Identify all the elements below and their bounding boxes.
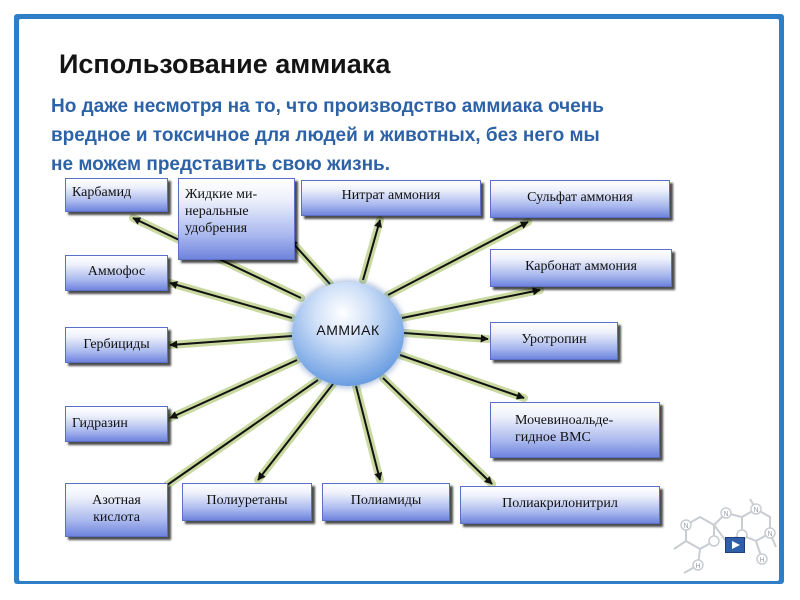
node-liquid-fertilizers: Жидкие ми- неральные удобрения — [178, 178, 295, 260]
node-ammonium-nitrate: Нитрат аммония — [301, 180, 481, 216]
node-label: Аммофос — [87, 264, 146, 279]
molecule-label: N — [723, 511, 728, 518]
subtitle-line: не можем представить свою жизнь. — [51, 154, 391, 175]
molecule-label: H — [695, 563, 700, 570]
arrow-to-ammofos — [169, 281, 293, 319]
molecule-label: N — [767, 531, 772, 538]
node-ammonium-sulfate: Сульфат аммония — [490, 180, 670, 218]
node-label: Жидкие ми- — [185, 187, 258, 202]
molecule-label: N — [683, 523, 688, 530]
arrow-to-polyamides — [355, 385, 383, 481]
node-urotropin: Уротропин — [490, 322, 618, 360]
node-polyacrylonitrile: Полиакрилонитрил — [460, 486, 660, 524]
subtitle-line: Но даже несмотря на то, что производство… — [51, 96, 604, 117]
subtitle-line: вредное и токсичное для людей и животных… — [51, 125, 600, 146]
arrow-to-urea-formaldehyde — [399, 354, 525, 400]
node-label: Сульфат аммония — [527, 190, 633, 205]
arrow-lines — [132, 217, 541, 491]
node-label: Полиамиды — [350, 493, 422, 508]
node-label: Гербициды — [83, 337, 150, 352]
arrow-to-ammonium-nitrate — [362, 219, 382, 281]
node-label: Карбонат аммония — [525, 259, 637, 274]
slide-subtitle: Но даже несмотря на то, что производство… — [51, 92, 779, 179]
node-ammonium-carbonate: Карбонат аммония — [490, 249, 672, 287]
node-polyamides: Полиамиды — [322, 483, 450, 521]
node-label: удобрения — [185, 221, 248, 236]
node-label: Полиуретаны — [206, 493, 288, 508]
node-label: Мочевиноальде- — [515, 413, 614, 428]
node-polyurethanes: Полиуретаны — [182, 483, 312, 521]
node-label: Азотная — [92, 493, 141, 508]
arrow-to-herbicides — [169, 335, 293, 349]
node-label: Уротропин — [521, 332, 587, 347]
node-label: кислота — [93, 510, 140, 525]
arrow-to-ammonium-sulfate — [387, 221, 529, 296]
node-label: Гидразин — [72, 416, 128, 431]
ammonia-center-node: АММИАК — [292, 282, 404, 386]
arrow-to-liquid-fertilizers — [289, 239, 331, 285]
arrow-to-urotropin — [403, 332, 489, 343]
slide-title: Использование аммиака — [59, 49, 391, 79]
play-next-icon[interactable] — [725, 537, 745, 553]
molecule-label: H — [759, 557, 764, 564]
node-ammofos: Аммофос — [65, 255, 168, 291]
node-nitric-acid: Азотная кислота — [65, 483, 168, 537]
arrow-to-polyacrylonitrile — [382, 377, 493, 485]
center-label: АММИАК — [316, 322, 380, 338]
node-karbamid: Карбамид — [65, 178, 168, 212]
arrow-to-nitric-acid — [159, 379, 319, 491]
node-label: Нитрат аммония — [341, 188, 441, 203]
node-label: Полиакрилонитрил — [502, 496, 618, 511]
node-herbicides: Гербициды — [65, 327, 168, 363]
node-label: неральные — [185, 204, 249, 219]
node-label: Карбамид — [72, 185, 132, 200]
node-label: гидное ВМС — [515, 430, 591, 445]
molecule-decoration-icon: N N N N H H — [673, 498, 777, 574]
node-hydrazine: Гидразин — [65, 406, 168, 442]
node-urea-formaldehyde: Мочевиноальде- гидное ВМС — [490, 402, 660, 458]
molecule-label: N — [753, 507, 758, 514]
arrow-to-ammonium-carbonate — [401, 287, 541, 319]
arrow-to-polyurethanes — [257, 383, 334, 481]
arrow-to-hydrazine — [169, 359, 298, 419]
